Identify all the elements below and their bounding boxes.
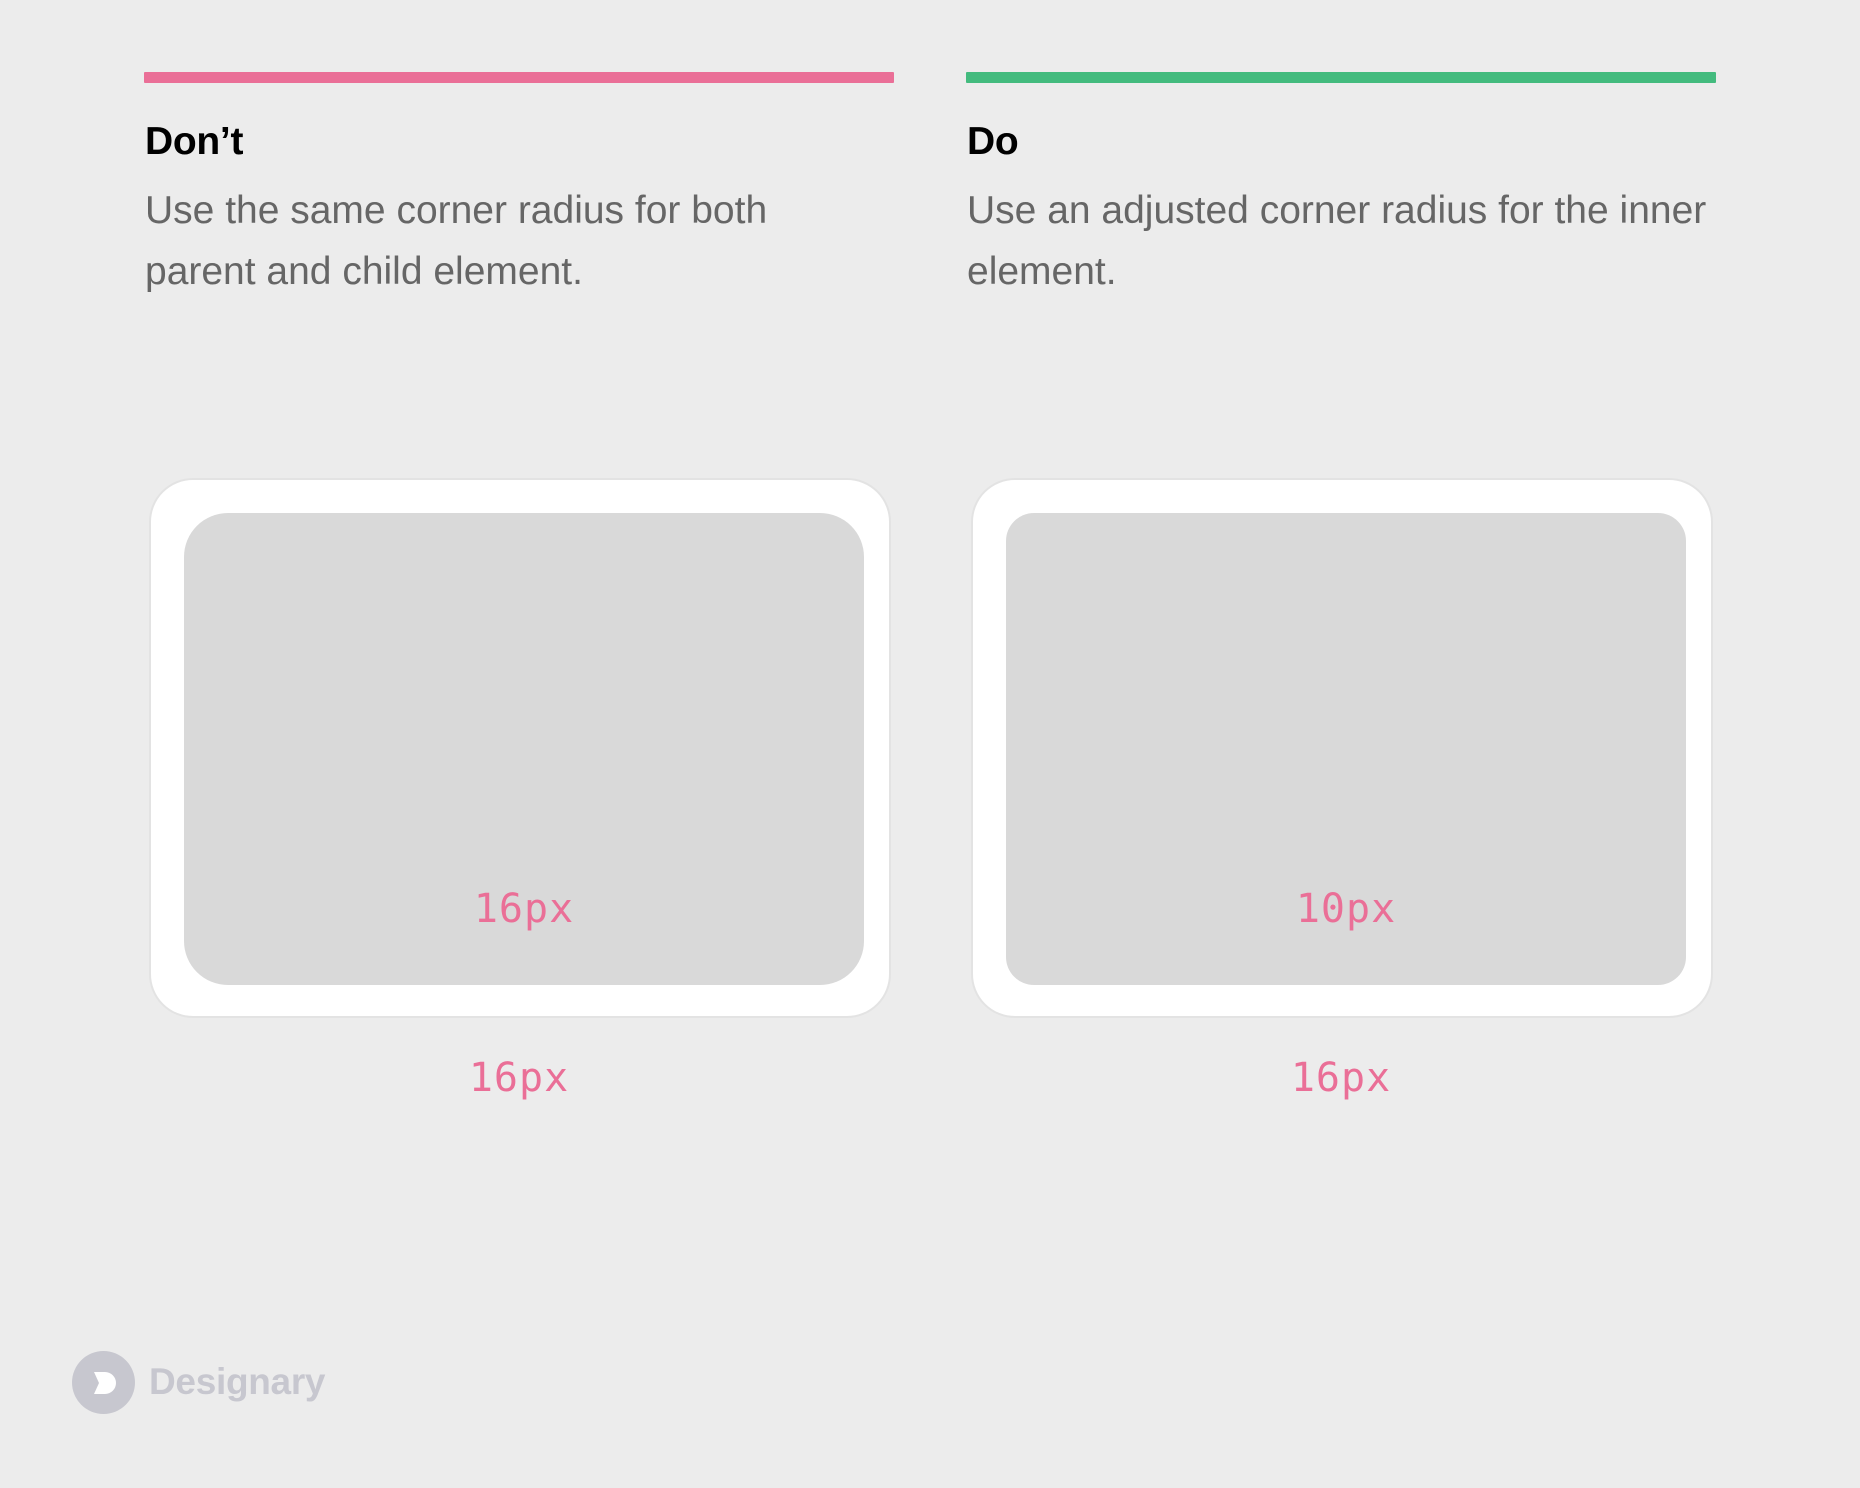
do-accent-bar (966, 72, 1716, 83)
do-column: Do Use an adjusted corner radius for the… (966, 0, 1716, 1140)
do-parent-card: 10px (971, 478, 1713, 1018)
do-heading: Do (967, 120, 1019, 163)
do-description: Use an adjusted corner radius for the in… (967, 189, 1707, 293)
dont-parent-card: 16px (149, 478, 891, 1018)
dont-child-card: 16px (184, 513, 864, 985)
do-outer-radius-label: 16px (1290, 1055, 1392, 1101)
designary-logo-icon (72, 1350, 135, 1414)
brand-name: Designary (149, 1361, 326, 1402)
do-child-card: 10px (1006, 513, 1686, 985)
do-inner-radius-label: 10px (1295, 886, 1397, 932)
dont-heading: Don’t (145, 120, 244, 163)
dont-description: Use the same corner radius for both pare… (145, 189, 768, 293)
dont-column: Don’t Use the same corner radius for bot… (144, 0, 894, 1140)
dont-inner-radius-label: 16px (473, 886, 575, 932)
dont-accent-bar (144, 72, 894, 83)
brand-watermark: Designary (72, 1350, 326, 1414)
dont-outer-radius-label: 16px (468, 1055, 570, 1101)
